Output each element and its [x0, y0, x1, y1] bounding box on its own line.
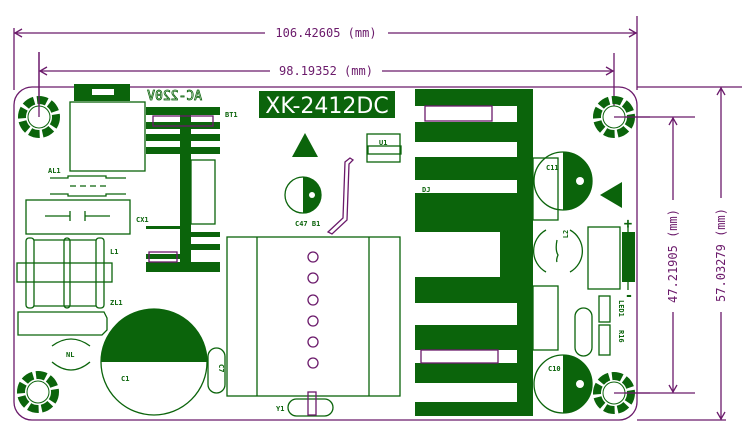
dimension-overall-width: 106.42605 (mm): [13, 16, 638, 90]
label-bt1: BT1: [225, 111, 238, 119]
board-outline: [13, 86, 638, 421]
label-cx1: CX1: [136, 216, 149, 224]
ic-u1: [366, 133, 402, 163]
capacitor-c47: [284, 176, 322, 214]
dimension-overall-height: 57.03279 (mm): [637, 86, 742, 421]
mounting-hole-bottom-left: [17, 371, 59, 413]
dimension-label: 57.03279 (mm): [714, 208, 728, 302]
label-nl: NL: [66, 351, 74, 359]
board-title-badge: XK-2412DC: [259, 91, 395, 119]
transformer: [226, 236, 401, 397]
label-l1: L1: [110, 248, 118, 256]
label-c7: C7: [217, 364, 225, 372]
capacitor-y1: [287, 391, 334, 417]
label-r16: R16: [617, 330, 625, 343]
board-title: XK-2412DC: [265, 94, 388, 119]
oval-component: [574, 307, 593, 357]
capacitor-c1: [100, 308, 208, 416]
diode: [622, 226, 635, 290]
dimension-label: 106.42605 (mm): [275, 26, 376, 40]
label-zl1: ZL1: [110, 299, 123, 307]
label-c1: C1: [121, 375, 129, 383]
label-u1: U1: [379, 139, 387, 147]
label-y1: Y1: [276, 405, 284, 413]
resistor-block: [587, 226, 621, 290]
label-led1: LED1: [617, 300, 625, 317]
label-c10: C10: [548, 365, 561, 373]
ac-voltage-label: AC-220V: [147, 89, 202, 104]
diode-plus-sign: +: [624, 216, 632, 232]
diode-minus-sign: -: [625, 288, 633, 304]
capacitor-c7: [207, 347, 226, 394]
ac-input-connector: [69, 84, 146, 172]
component-zl1: [17, 311, 108, 336]
inductor-l2: [533, 229, 583, 273]
capacitor-cx1: [25, 199, 131, 235]
dimension-label: 47.21905 (mm): [666, 209, 680, 303]
led1: [598, 295, 611, 323]
inductor-l1: [16, 237, 113, 309]
label-l2: L2: [562, 230, 570, 238]
dimension-label: 98.19352 (mm): [279, 64, 373, 78]
component-block: [532, 285, 559, 351]
fuse-al1: [50, 175, 126, 197]
label-c47: C47 B1: [295, 220, 320, 228]
label-c11: C11: [546, 164, 559, 172]
resistor-r16: [598, 324, 611, 356]
esd-warning-icon: [292, 133, 318, 157]
label-al1: AL1: [48, 167, 61, 175]
label-dj: DJ: [422, 186, 430, 194]
esd-warning-icon: [600, 182, 622, 208]
jumper-wire: [326, 157, 355, 235]
capacitor-c11: [532, 151, 593, 221]
thermistor-nl: [51, 338, 91, 371]
capacitor-c10: [533, 354, 593, 414]
heatsink-bt1: [146, 107, 220, 272]
heatsink-dj: [415, 89, 533, 416]
